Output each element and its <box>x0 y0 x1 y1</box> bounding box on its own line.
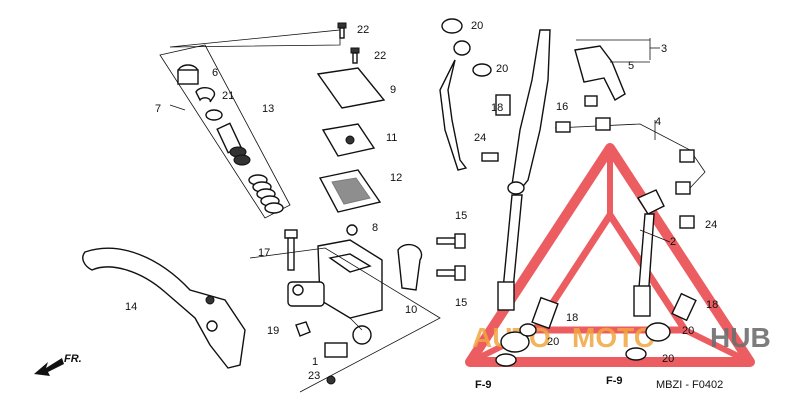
part-brake-hose-left <box>439 18 511 171</box>
part-number-label: 20 <box>471 20 483 32</box>
part-number-label: 12 <box>390 172 402 184</box>
part-number-label: 24 <box>705 219 717 231</box>
part-spring <box>248 174 284 214</box>
part-bleed-screw <box>346 224 358 236</box>
part-number-label: 14 <box>125 301 137 313</box>
part-brake-hose-main <box>495 29 559 367</box>
direction-arrow <box>34 358 64 376</box>
watermark-wordmark: AUTO MOTO HUB <box>472 322 771 353</box>
part-number-label: 17 <box>258 247 270 259</box>
part-number-label: 15 <box>455 210 467 222</box>
part-number-label: 8 <box>372 222 378 234</box>
diagram-code: MBZI - F0402 <box>656 379 723 391</box>
ref-label-right: F-9 <box>606 375 623 387</box>
part-brake-lever <box>82 247 246 369</box>
reservoir-stack <box>169 22 441 393</box>
part-holder <box>397 243 423 291</box>
leader-lines <box>576 38 671 243</box>
part-number-label: 7 <box>155 103 161 115</box>
part-washer <box>205 109 223 121</box>
mount-bolts <box>436 233 466 281</box>
part-number-label: 4 <box>655 116 661 128</box>
part-pivot-nut <box>295 321 311 337</box>
part-number-label: 18 <box>491 102 503 114</box>
watermark-moto: MOTO <box>572 322 655 353</box>
part-number-label: 11 <box>386 132 397 144</box>
part-number-label: 20 <box>547 336 559 348</box>
direction-label: FR. <box>64 353 82 365</box>
part-number-label: 2 <box>670 236 676 248</box>
part-number-label: 3 <box>661 43 667 55</box>
watermark-hub: HUB <box>710 322 771 353</box>
part-reservoir-cap <box>316 67 386 109</box>
part-number-label: 21 <box>222 90 234 102</box>
part-cup-body <box>177 69 199 85</box>
part-number-label: 20 <box>662 353 674 365</box>
part-number-label: 13 <box>262 103 274 115</box>
part-brake-hose-right <box>625 189 697 361</box>
part-clip <box>195 86 216 103</box>
part-number-label: 18 <box>706 299 718 311</box>
part-number-label: 19 <box>267 325 279 337</box>
ref-label-left: F-9 <box>475 379 492 391</box>
part-number-label: 10 <box>405 304 417 316</box>
part-number-label: 24 <box>474 132 486 144</box>
part-pivot-bolt <box>284 229 298 239</box>
part-number-label: 5 <box>628 60 634 72</box>
part-number-label: 23 <box>308 370 320 382</box>
piston-kit-group <box>159 44 291 219</box>
part-number-label: 18 <box>566 312 578 324</box>
part-master-cylinder <box>287 239 383 345</box>
kit-outline <box>159 44 291 219</box>
part-number-label: 20 <box>496 63 508 75</box>
part-number-label: 15 <box>455 297 467 309</box>
part-number-label: 22 <box>374 50 386 62</box>
part-brake-switch <box>324 342 348 358</box>
part-number-label: 22 <box>357 24 369 36</box>
part-number-label: 16 <box>556 101 568 113</box>
part-number-label: 6 <box>212 67 218 79</box>
part-number-label: 9 <box>390 84 396 96</box>
part-number-label: 20 <box>682 325 694 337</box>
part-brake-pipe <box>554 117 706 195</box>
part-number-label: 1 <box>312 356 318 368</box>
part-clamp <box>574 45 626 107</box>
